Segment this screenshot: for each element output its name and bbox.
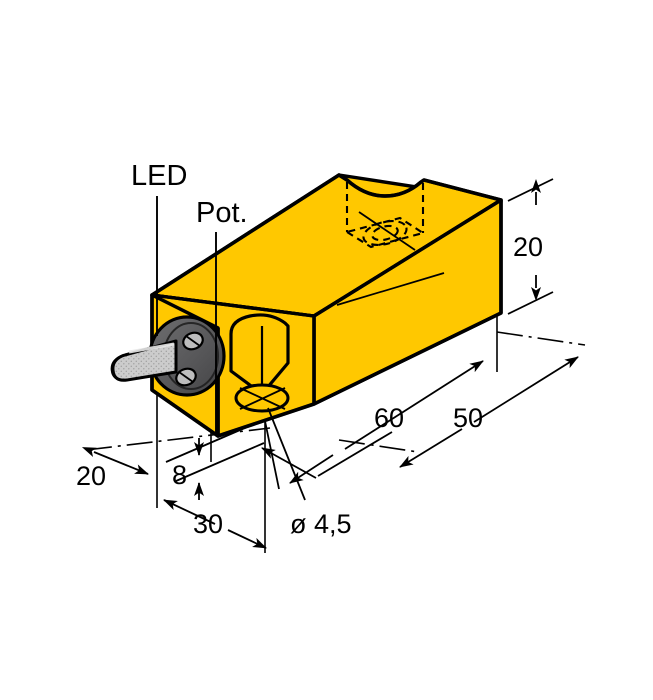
dim30-line-right <box>227 529 267 549</box>
dim50-line-right <box>473 356 579 423</box>
dimension-height-20-value: 20 <box>513 232 543 262</box>
dimension-width-20-value: 20 <box>76 461 106 491</box>
slot-floor <box>344 216 426 249</box>
dimension-length-60-value: 60 <box>374 403 404 433</box>
dimension-length-50 <box>399 356 579 468</box>
axis-bottom-60-50 <box>338 439 419 453</box>
dia-leader-arrow-left <box>261 447 317 479</box>
front-mounting-slot <box>229 313 290 396</box>
dimension-height-20 <box>507 178 554 315</box>
dimension-depth-30-value: 30 <box>193 509 223 539</box>
callout-led-label: LED <box>131 160 187 192</box>
dia-leader-front-hole <box>267 407 306 501</box>
callout-pot: Pot. <box>196 197 248 436</box>
dimension-width-20 <box>81 447 149 475</box>
callout-pot-label: Pot. <box>196 197 248 229</box>
led-window-slots <box>178 335 201 383</box>
front-hole-centre-cross <box>239 387 286 410</box>
dimension-hole-diameter-value: ø 4,5 <box>290 509 352 539</box>
dimension-offset-8 <box>165 423 265 500</box>
centre-axis-lines <box>85 331 586 453</box>
callout-led: LED <box>131 160 187 336</box>
dim8-witness-upper <box>165 423 255 463</box>
dimension-length-50-value: 50 <box>453 403 483 433</box>
dim20h-ext-bottom <box>507 291 554 315</box>
face-centre-chain <box>336 272 445 306</box>
slot-hole-inner <box>371 224 399 242</box>
slot-hole-outer <box>362 220 408 246</box>
cable-cut-end <box>110 353 128 382</box>
dim8-witness-lower <box>175 442 265 482</box>
dimension-hole-diameter <box>261 407 393 501</box>
dimension-offset-8-value: 8 <box>172 460 187 490</box>
top-hole-centreline <box>358 211 416 251</box>
dim60-line-right <box>344 360 484 450</box>
cable-highlight <box>128 342 175 354</box>
axis-right <box>496 331 586 346</box>
dimension-depth-30 <box>163 499 267 549</box>
dim30-line-left <box>163 499 216 525</box>
sensor-outline <box>150 173 503 438</box>
dim50-line-left <box>399 428 463 468</box>
dia-leader-to-edge <box>317 431 393 477</box>
dim20h-ext-top <box>507 178 554 202</box>
axis-left-20 <box>85 427 271 451</box>
dim20w-line <box>81 447 149 475</box>
hidden-mounting-slot-top <box>344 182 426 249</box>
